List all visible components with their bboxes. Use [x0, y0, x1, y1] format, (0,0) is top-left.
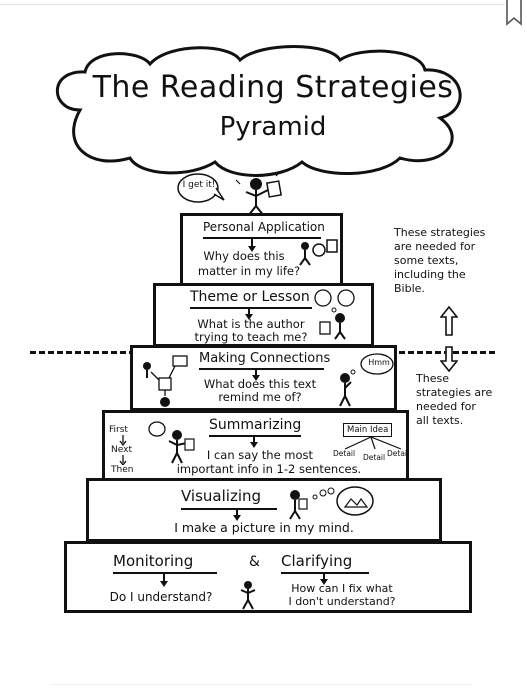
base-ampersand: &	[249, 554, 260, 570]
summarizing-figure-icon	[148, 421, 195, 464]
base-right-title: Clarifying	[281, 552, 353, 570]
tier-question-2: matter in my life?	[197, 264, 301, 278]
down-outline-arrow-icon	[440, 346, 458, 372]
tier-question-1: What does this text	[203, 377, 317, 391]
tier-title: Visualizing	[181, 487, 262, 505]
stick-figure-reader-icon	[177, 171, 282, 217]
arrow-stem	[236, 510, 238, 516]
base-right-question-1: How can I fix what	[291, 582, 393, 595]
arrow-stem	[255, 370, 257, 376]
arrow-stem	[251, 239, 253, 247]
detail-3: Detail	[387, 449, 410, 458]
main-idea-box: Main Idea	[343, 423, 393, 437]
arrow-stem	[323, 574, 325, 580]
stick-figure-icon	[240, 581, 256, 610]
figure-with-heart-icon	[299, 239, 338, 266]
down-arrow-icon	[245, 314, 253, 320]
bookmark-icon[interactable]	[504, 0, 524, 28]
tier-theme-or-lesson: Theme or Lesson What is the author tryin…	[153, 283, 374, 347]
sequence-arrows-icon	[119, 435, 127, 465]
title-underline	[113, 572, 217, 574]
title-underline	[190, 307, 312, 309]
sequence-first: First	[109, 425, 128, 435]
top-rule	[0, 4, 505, 5]
side-bottom-line-1: These	[416, 372, 449, 385]
tier-title: Personal Application	[203, 220, 325, 234]
up-arrow-icon	[440, 306, 458, 336]
down-arrow-icon	[248, 246, 256, 252]
arrow-stem	[163, 574, 165, 582]
tier-question-1: Why does this	[203, 249, 285, 263]
down-arrow-icon	[320, 579, 328, 585]
top-bubble-text: I get it!	[182, 180, 216, 190]
down-arrow-icon	[160, 581, 168, 587]
side-top-line-2: are needed for	[394, 240, 476, 253]
tier-monitoring-clarifying: Monitoring & Clarifying Do I understand?…	[64, 541, 472, 613]
down-arrow-icon	[250, 442, 258, 448]
sequence-then: Then	[111, 465, 134, 475]
connections-diagram-icon	[143, 355, 188, 407]
tier-title: Theme or Lesson	[190, 289, 310, 305]
tier-title: Summarizing	[209, 417, 302, 433]
arrow-stem	[248, 309, 250, 315]
imagining-figure-icon	[289, 486, 374, 520]
page-title-line2: Pyramid	[219, 112, 327, 142]
side-note-top: These strategies are needed for some tex…	[394, 226, 485, 296]
detail-2: Detail	[363, 453, 386, 462]
base-left-title: Monitoring	[113, 552, 194, 570]
title-underline	[281, 572, 369, 574]
side-top-line-1: These strategies	[394, 226, 486, 239]
tier-visualizing: Visualizing I make a picture in my mind.	[86, 478, 442, 542]
down-arrow-icon	[252, 375, 260, 381]
thinking-figure-icon	[314, 289, 355, 340]
page-title-line1: The Reading Strategies	[92, 70, 454, 105]
tier-question-2: important info in 1-2 sentences.	[176, 462, 362, 476]
tier-question-2: trying to teach me?	[194, 330, 308, 344]
tier-personal-application: Personal Application Why does this matte…	[180, 213, 343, 286]
title-underline	[203, 237, 321, 239]
tier-making-connections: Making Connections What does this text r…	[130, 345, 397, 411]
hmm-figure-icon	[339, 353, 394, 407]
side-bottom-line-3: needed for	[416, 400, 476, 413]
side-top-line-4: including the	[394, 268, 466, 281]
side-bottom-line-4: all texts.	[416, 414, 464, 427]
tier-question-1: I make a picture in my mind.	[174, 520, 354, 535]
title-cloud	[55, 45, 462, 177]
down-arrow-icon	[233, 515, 241, 521]
title-underline	[209, 435, 301, 437]
tier-question-1: I can say the most	[206, 448, 314, 462]
title-underline	[199, 368, 324, 370]
tier-title: Making Connections	[199, 351, 331, 366]
tier-question-1: What is the author	[197, 317, 305, 331]
hmm-bubble-text: Hmm	[368, 358, 390, 367]
tier-summarizing: Summarizing I can say the most important…	[102, 410, 409, 481]
base-left-question: Do I understand?	[109, 590, 213, 604]
side-bottom-line-2: strategies are	[416, 386, 493, 399]
base-right-question-2: I don't understand?	[288, 595, 396, 608]
side-note-bottom: These strategies are needed for all text…	[416, 372, 492, 428]
sequence-next: Next	[111, 445, 132, 455]
main-idea-arrows-icon	[344, 437, 402, 450]
tier-question-2: remind me of?	[218, 390, 302, 404]
arrow-stem	[253, 437, 255, 443]
title-underline	[181, 508, 277, 510]
bottom-rule	[52, 684, 472, 685]
side-top-line-5: Bible.	[394, 282, 425, 295]
detail-1: Detail	[333, 449, 356, 458]
side-top-line-3: some texts,	[394, 254, 459, 267]
